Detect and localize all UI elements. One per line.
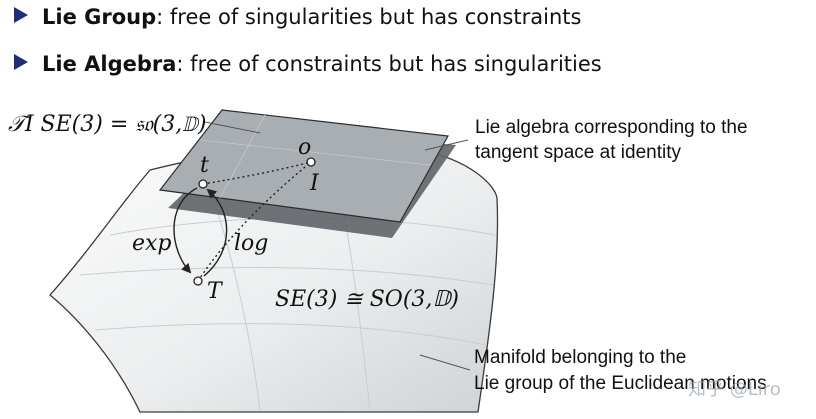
tangent-plane — [158, 109, 449, 223]
callout-algebra-line2: tangent space at identity — [475, 142, 681, 163]
callout-algebra-line1: Lie algebra corresponding to the — [475, 117, 748, 138]
bullet-lie-algebra: Lie Algebra: free of constraints but has… — [14, 51, 602, 77]
lie-group-label: SE(3) ≅ SO(3,𝔻) — [275, 287, 459, 312]
bullet-text: : free of singularities but has constrai… — [156, 5, 582, 29]
point-t-label: t — [200, 153, 209, 178]
point-o-label: o — [298, 135, 311, 160]
watermark: 知乎 @Liro — [688, 379, 781, 400]
bullet-lie-group: Lie Group: free of singularities but has… — [14, 4, 581, 30]
bullet-triangle-icon — [14, 7, 28, 23]
point-T-marker — [193, 276, 203, 286]
exp-arrow — [173, 187, 198, 274]
point-o-marker — [306, 157, 316, 167]
leader-line-algebra-callout — [424, 139, 469, 151]
bullet-term: Lie Group — [42, 5, 157, 29]
point-I-label: I — [309, 171, 320, 196]
leader-line-tangent-label — [204, 121, 261, 134]
leader-line-manifold-callout — [419, 354, 471, 371]
exp-label: exp — [132, 231, 172, 256]
log-label: log — [234, 231, 268, 256]
bullet-text: : free of constraints but has singularit… — [176, 52, 602, 76]
bullet-triangle-icon — [14, 54, 28, 70]
point-t-marker — [198, 179, 208, 189]
log-arrow — [203, 188, 228, 277]
point-T-label: T — [207, 279, 224, 304]
tangent-plane-grid — [199, 114, 431, 199]
callout-manifold-line1: Manifold belonging to the — [474, 347, 686, 368]
tangent-space-label: 𝒯I SE(3) = 𝔰𝔬(3,𝔻) — [8, 112, 206, 137]
callout-manifold-line2: Lie group of the Euclidean motions — [474, 373, 767, 394]
bullet-term: Lie Algebra — [42, 52, 177, 76]
